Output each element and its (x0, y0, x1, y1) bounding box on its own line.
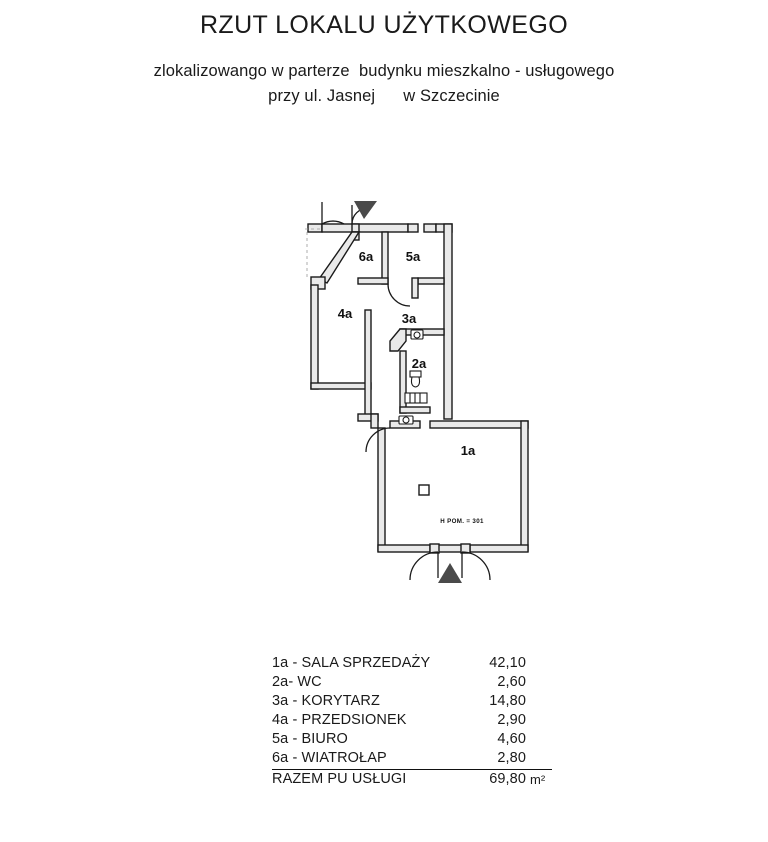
room-schedule-legend: 1a - SALA SPRZEDAŻY 42,10 2a- WC 2,60 3a… (272, 654, 552, 790)
room-label-1a: 1a (461, 443, 476, 458)
room-schedule-name: 5a - BIURO (272, 731, 348, 748)
door-arc-main-left (409, 551, 439, 581)
door-arc-main-right (461, 551, 491, 581)
table-row: 1a - SALA SPRZEDAŻY 42,10 (272, 654, 552, 673)
room-schedule-area: 14,80 (489, 692, 526, 709)
entry-arrows-group (354, 201, 462, 583)
wall-5a-left (381, 231, 389, 285)
room-label-5a: 5a (406, 249, 421, 264)
table-row: 2a- WC 2,60 (272, 673, 552, 692)
room-schedule-unit (526, 654, 552, 673)
room-schedule-unit (526, 750, 552, 770)
wall-5a-door-jamb (411, 277, 419, 299)
wall-top-main (321, 223, 409, 233)
wall-1a-bottom-right (469, 544, 529, 553)
room-schedule-area: 2,80 (497, 750, 526, 767)
room-schedule-name: 1a - SALA SPRZEDAŻY (272, 654, 431, 671)
room-schedule-unit (526, 692, 552, 711)
table-row: 6a - WIATROŁAP 2,80 (272, 750, 552, 770)
room-schedule-total-unit: m² (526, 768, 552, 790)
wall-corridor-jog-down (370, 413, 379, 429)
wall-1a-door-jamb-left (429, 543, 440, 554)
room-schedule-table: 1a - SALA SPRZEDAŻY 42,10 2a- WC 2,60 3a… (272, 654, 552, 790)
door-arc-1a (365, 427, 391, 453)
room-schedule-area: 4,60 (497, 731, 526, 748)
table-row: 3a - KORYTARZ 14,80 (272, 692, 552, 711)
entry-arrow-bottom (438, 563, 462, 583)
table-row: 4a - PRZEDSIONEK 2,90 (272, 711, 552, 730)
room-schedule-unit (526, 673, 552, 692)
room-schedule-name: 4a - PRZEDSIONEK (272, 712, 407, 729)
subtitle-location: zlokalizowango w parterze budynku mieszk… (153, 61, 615, 80)
door-arc-5a (387, 283, 411, 307)
room-label-3a: 3a (402, 311, 417, 326)
room-schedule-area: 2,60 (497, 673, 526, 690)
wall-5a-bottom-left (357, 277, 389, 285)
wall-corridor-west (364, 309, 372, 421)
wall-1a-bottom-left (377, 544, 431, 553)
reference-lines-group (305, 228, 322, 277)
table-row-total: RAZEM PU USŁUGI 69,80 m² (272, 768, 552, 790)
subtitle-address: przy ul. Jasnej w Szczecinie (268, 86, 500, 105)
wall-right-upper (443, 223, 453, 420)
wall-2a-left (399, 350, 407, 414)
wall-6a-5a-divider (351, 223, 360, 233)
room-label-4a: 4a (338, 306, 353, 321)
wall-4a-left (310, 284, 319, 390)
floor-plan-drawing: 6a 5a 4a 3a 2a 1a H POM. = 301 (0, 185, 768, 605)
sink-2a-bowl (413, 331, 421, 339)
walls-group (307, 223, 529, 554)
room-label-6a: 6a (359, 249, 374, 264)
entry-arrow-top (354, 201, 377, 219)
room-schedule-body: 1a - SALA SPRZEDAŻY 42,10 2a- WC 2,60 3a… (272, 654, 552, 790)
wall-1a-top-right (429, 420, 529, 429)
wall-1a-right (520, 420, 529, 552)
room-schedule-total-area: 69,80 (478, 768, 526, 790)
ceiling-height-note: H POM. = 301 (440, 518, 484, 525)
wall-2a-bottom (399, 406, 431, 414)
room-schedule-unit (526, 731, 552, 750)
wall-4a-bottom (310, 382, 372, 390)
wall-2a-west-angled (389, 328, 407, 352)
wall-4a-diagonal (317, 231, 361, 284)
wall-5a-bottom-right (417, 277, 445, 285)
fixture-corridor-bowl (402, 416, 410, 424)
wall-top-left-stub (307, 223, 323, 233)
floor-plan-svg: 6a 5a 4a 3a 2a 1a H POM. = 301 (305, 201, 529, 583)
bath-2a (404, 392, 428, 404)
wall-1a-bottom-mid (437, 544, 463, 553)
wall-1a-door-jamb-right (460, 543, 471, 554)
toilet-2a-cistern (409, 370, 422, 378)
room-schedule-name: 6a - WIATROŁAP (272, 750, 387, 767)
room-schedule-unit (526, 711, 552, 730)
room-label-2a: 2a (412, 356, 427, 371)
floor-marker-1a (418, 484, 430, 496)
table-row: 5a - BIURO 4,60 (272, 731, 552, 750)
room-schedule-area: 42,10 (489, 654, 526, 671)
wall-top-window-b (423, 223, 437, 233)
room-schedule-total-name: RAZEM PU USŁUGI (272, 768, 479, 790)
door-arc-entry-left (321, 220, 345, 225)
door-swings-group (321, 202, 491, 581)
room-schedule-area: 2,90 (497, 712, 526, 729)
document-header: RZUT LOKALU UŻYTKOWEGO zlokalizowango w … (0, 0, 768, 106)
room-schedule-name: 3a - KORYTARZ (272, 692, 380, 709)
wall-1a-left (377, 427, 386, 552)
wall-top-window-a (407, 223, 419, 233)
room-schedule-name: 2a- WC (272, 673, 322, 690)
wc-fixtures-group (398, 329, 428, 425)
page-title: RZUT LOKALU UŻYTKOWEGO (199, 11, 569, 39)
toilet-2a-bowl (410, 376, 421, 388)
